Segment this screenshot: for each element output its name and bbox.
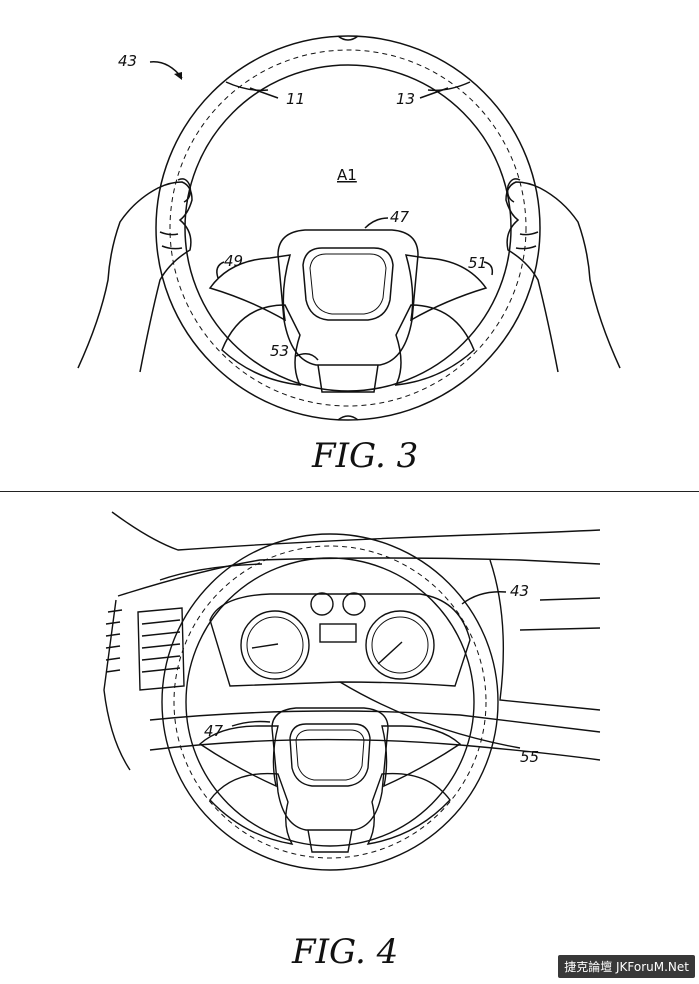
vent-slats (141, 619, 181, 673)
bottom-notch (337, 415, 359, 421)
wheel-stitch-line (169, 49, 527, 407)
gauge-right (365, 610, 435, 680)
gauge-left (240, 610, 310, 680)
leader-47 (231, 720, 271, 727)
right-thumb (506, 178, 521, 203)
label-53: 53 (270, 342, 289, 360)
hub-lower-neck (307, 829, 353, 853)
hub-pad-inner (295, 729, 365, 781)
hub-body (271, 707, 389, 831)
left-spoke (198, 725, 279, 788)
dash-side-panel (103, 599, 131, 771)
leader-49 (216, 261, 225, 279)
gauge-left-inner (246, 616, 304, 674)
dash-upper-edge (159, 563, 263, 581)
site-watermark: 捷克論壇 JKForuM.Net (558, 955, 695, 978)
left-hand-outline (77, 181, 193, 373)
arrowhead-43 (174, 72, 182, 80)
left-thumb (177, 178, 192, 203)
label-47: 47 (204, 722, 224, 740)
top-notch (337, 35, 359, 41)
seam-left-line (225, 81, 269, 92)
gauge-right-needle (377, 641, 403, 665)
figure-3-title: FIG. 3 (312, 436, 419, 476)
figure-3-drawing: 43 11 13 A1 47 49 51 53 (77, 35, 621, 421)
figure-divider (0, 491, 699, 492)
left-spoke (208, 254, 292, 322)
label-51: 51 (468, 254, 487, 272)
vent-outer (137, 607, 185, 691)
wheel-outer-rim (155, 35, 541, 421)
label-49: 49 (224, 252, 243, 270)
right-spoke (404, 254, 488, 322)
label-43: 43 (118, 52, 137, 70)
figure-4-title: FIG. 4 (292, 932, 399, 972)
label-a1: A1 (337, 166, 357, 184)
label-43: 43 (510, 582, 529, 600)
wheel-outer-rim (161, 533, 499, 871)
figure-4-drawing: 43 47 55 (103, 511, 601, 871)
label-55: 55 (520, 748, 539, 766)
lower-spoke-opening-left (209, 772, 294, 845)
hub-pad-inner (309, 253, 387, 315)
left-fingers (159, 231, 183, 250)
leader-43 (461, 591, 507, 605)
gauge-right-inner (371, 616, 429, 674)
lower-spoke-opening-right (366, 772, 451, 845)
leader-55 (339, 681, 521, 749)
label-13: 13 (396, 90, 415, 108)
leader-53 (295, 353, 319, 361)
dash-top-line (117, 557, 601, 597)
seam-right-line (427, 81, 471, 92)
label-47: 47 (390, 208, 410, 226)
leader-51 (483, 261, 494, 276)
hub-pad (289, 723, 371, 787)
center-display (319, 623, 357, 643)
cluster-hood (209, 593, 471, 687)
leader-11 (249, 87, 279, 99)
hub-lower-neck (317, 364, 379, 393)
right-spoke (381, 725, 462, 788)
right-door-panel (519, 597, 601, 631)
small-gauge-left (310, 592, 334, 616)
side-knobs (105, 609, 123, 673)
lower-spoke-opening-left (221, 304, 302, 386)
hub-pad (302, 247, 394, 321)
lower-spoke-opening-right (394, 304, 475, 386)
dash-lower-line-1 (149, 710, 601, 733)
dash-lower-line-2 (149, 738, 601, 761)
windshield-pillar (111, 511, 601, 551)
leader-13 (419, 87, 449, 99)
wheel-stitch-line (173, 545, 487, 859)
wheel-inner-rim (184, 64, 512, 392)
small-gauge-right (342, 592, 366, 616)
right-fingers (515, 231, 539, 250)
hub-body (277, 229, 419, 366)
right-hand-outline (505, 181, 621, 373)
leader-47 (364, 217, 389, 229)
wheel-inner-rim (185, 557, 475, 847)
label-11: 11 (286, 90, 305, 108)
gauge-left-needle (251, 643, 279, 649)
right-dash-edge (489, 559, 601, 711)
